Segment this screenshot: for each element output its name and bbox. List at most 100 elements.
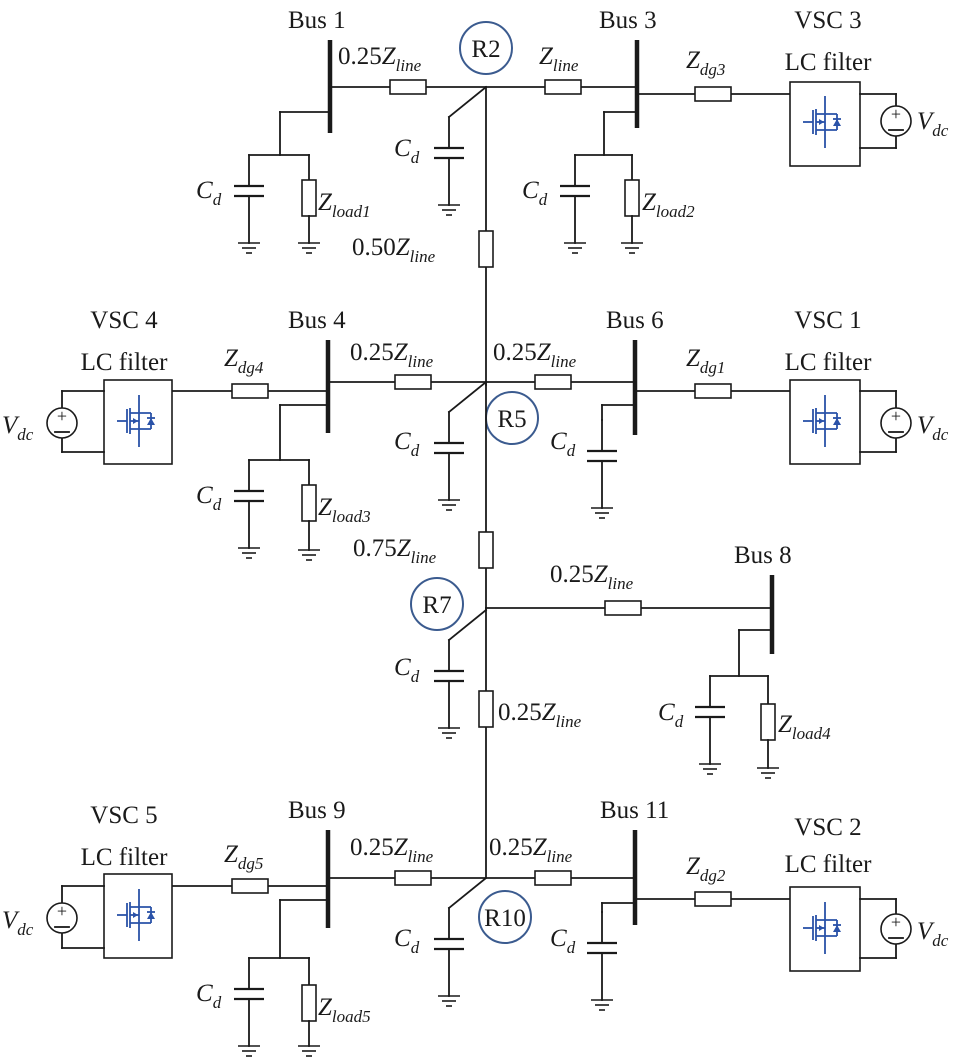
vsc3-label: VSC 3 bbox=[794, 7, 861, 34]
vsc5-box bbox=[103, 873, 173, 959]
impedance-icon bbox=[231, 383, 269, 399]
vdc-label: Vdc bbox=[2, 412, 34, 444]
capacitor-icon bbox=[234, 155, 264, 253]
capacitor-icon bbox=[587, 912, 617, 1010]
top-section: Bus 1 Bus 3 0.25Zline Zline R2 Cd 0.50Zl… bbox=[196, 7, 949, 386]
bottom-section: Bus 9 Bus 11 0.25Zline 0.25Zline R10 Cd … bbox=[2, 797, 949, 1056]
impedance-icon bbox=[534, 374, 572, 390]
bus6-label: Bus 6 bbox=[606, 307, 664, 334]
vdc-label: Vdc bbox=[917, 108, 949, 140]
bus3-label: Bus 3 bbox=[599, 7, 657, 34]
zdg5-label: Zdg5 bbox=[224, 841, 263, 873]
zload2-label: Zload2 bbox=[642, 189, 695, 221]
impedance-icon bbox=[694, 383, 732, 399]
zdg1-label: Zdg1 bbox=[686, 345, 725, 377]
vdc-label: Vdc bbox=[2, 907, 34, 939]
ground-icon bbox=[756, 767, 780, 779]
impedance-icon bbox=[478, 230, 494, 268]
vdc-label: Vdc bbox=[917, 918, 949, 950]
svg-text:+: + bbox=[891, 104, 901, 124]
impedance-icon bbox=[760, 703, 776, 741]
line-impedance-label: 0.25Zline bbox=[338, 43, 422, 75]
zload5-label: Zload5 bbox=[318, 994, 371, 1026]
impedance-icon bbox=[301, 984, 317, 1022]
capacitor-icon bbox=[434, 412, 464, 510]
vsc1-label: VSC 1 bbox=[794, 307, 861, 334]
vsc3-filter-label: LC filter bbox=[785, 49, 872, 76]
impedance-icon bbox=[604, 600, 642, 616]
impedance-icon bbox=[301, 179, 317, 217]
line-impedance-label: 0.25Zline bbox=[489, 834, 573, 866]
dc-source-icon bbox=[880, 407, 912, 439]
dc-source-icon bbox=[880, 913, 912, 945]
cd-label: Cd bbox=[394, 428, 420, 460]
impedance-icon bbox=[544, 79, 582, 95]
bus9-label: Bus 9 bbox=[288, 797, 346, 824]
capacitor-icon bbox=[560, 155, 590, 253]
ground-icon bbox=[297, 1045, 321, 1057]
impedance-icon bbox=[534, 870, 572, 886]
bus11-label: Bus 11 bbox=[600, 797, 669, 824]
r7-section: R7 0.25Zline Bus 8 Cd Zload4 Cd 0.25Zlin… bbox=[394, 542, 831, 879]
node-r2-circle bbox=[459, 21, 513, 75]
vsc1-filter-label: LC filter bbox=[785, 349, 872, 376]
impedance-icon bbox=[394, 870, 432, 886]
dc-source-icon bbox=[880, 105, 912, 137]
vdc-label: Vdc bbox=[917, 412, 949, 444]
node-r2-label: R2 bbox=[471, 36, 500, 63]
capacitor-icon bbox=[434, 640, 464, 738]
vsc5-filter-label: LC filter bbox=[81, 844, 168, 871]
cd-label: Cd bbox=[196, 482, 222, 514]
line-impedance-label: 0.25Zline bbox=[498, 699, 582, 731]
impedance-icon bbox=[624, 179, 640, 217]
svg-text:+: + bbox=[57, 901, 67, 921]
line-impedance-label: 0.25Zline bbox=[350, 339, 434, 371]
capacitor-icon bbox=[587, 420, 617, 518]
cd-label: Cd bbox=[550, 925, 576, 957]
zdg3-label: Zdg3 bbox=[686, 47, 725, 79]
node-r10-circle bbox=[478, 890, 532, 944]
dc-source-icon bbox=[46, 407, 78, 439]
vsc2-label: VSC 2 bbox=[794, 814, 861, 841]
line-impedance-label: 0.25Zline bbox=[550, 561, 634, 593]
cd-label: Cd bbox=[196, 980, 222, 1012]
capacitor-icon bbox=[234, 460, 264, 558]
zload1-label: Zload1 bbox=[318, 189, 371, 221]
ground-icon bbox=[297, 549, 321, 561]
zdg2-label: Zdg2 bbox=[686, 853, 726, 885]
cd-label: Cd bbox=[658, 699, 684, 731]
bus4-label: Bus 4 bbox=[288, 307, 346, 334]
line-impedance-label: 0.25Zline bbox=[350, 834, 434, 866]
middle-section: Bus 4 Bus 6 0.25Zline 0.25Zline R5 Cd Cd… bbox=[2, 307, 949, 611]
impedance-icon bbox=[394, 374, 432, 390]
capacitor-icon bbox=[695, 676, 725, 774]
dc-source-icon bbox=[46, 902, 78, 934]
vsc5-label: VSC 5 bbox=[90, 802, 157, 829]
vsc4-label: VSC 4 bbox=[90, 307, 158, 334]
zload4-label: Zload4 bbox=[778, 711, 831, 743]
capacitor-icon bbox=[434, 117, 464, 215]
svg-text:+: + bbox=[57, 406, 67, 426]
ground-icon bbox=[620, 242, 644, 254]
svg-text:+: + bbox=[891, 912, 901, 932]
line-impedance-label: 0.25Zline bbox=[493, 339, 577, 371]
line-impedance-label: 0.50Zline bbox=[352, 234, 436, 266]
line-impedance-label: Zline bbox=[539, 43, 579, 75]
bus8-label: Bus 8 bbox=[734, 542, 792, 569]
line-impedance-label: 0.75Zline bbox=[353, 535, 437, 567]
zload3-label: Zload3 bbox=[318, 494, 371, 526]
cd-label: Cd bbox=[196, 177, 222, 209]
svg-text:+: + bbox=[891, 406, 901, 426]
capacitor-icon bbox=[434, 908, 464, 1006]
impedance-icon bbox=[694, 86, 732, 102]
zdg4-label: Zdg4 bbox=[224, 345, 264, 377]
impedance-icon bbox=[231, 878, 269, 894]
impedance-icon bbox=[478, 690, 494, 728]
node-r7-label: R7 bbox=[422, 592, 451, 619]
cd-label: Cd bbox=[522, 177, 548, 209]
cd-label: Cd bbox=[394, 135, 420, 167]
cd-label: Cd bbox=[394, 925, 420, 957]
vsc4-filter-label: LC filter bbox=[81, 349, 168, 376]
capacitor-icon bbox=[234, 958, 264, 1056]
